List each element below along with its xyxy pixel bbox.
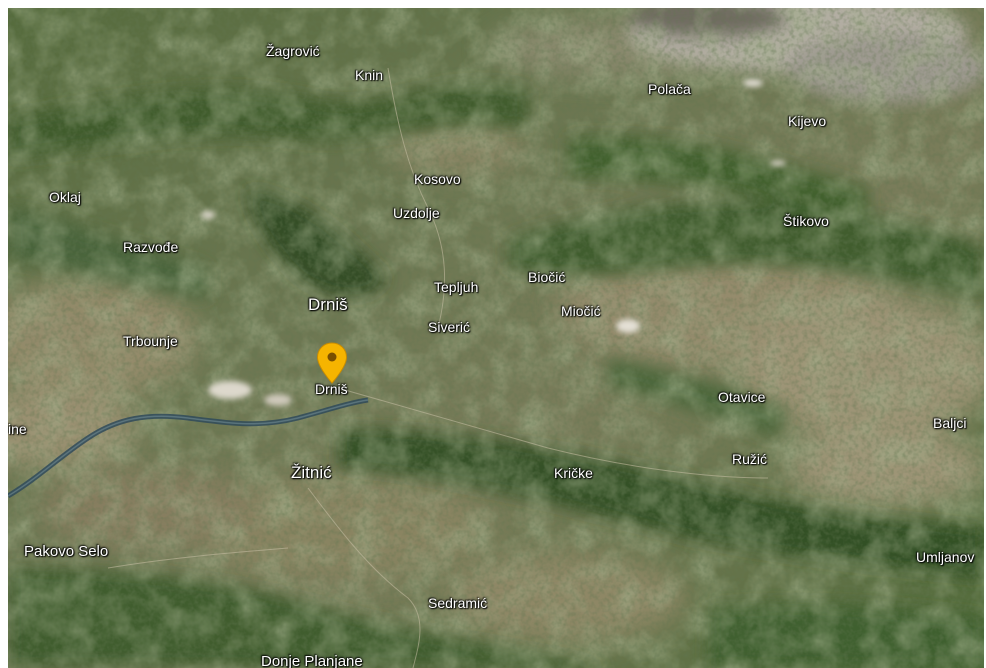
label-zitnic[interactable]: Žitnić — [291, 463, 332, 482]
label-zagrovic[interactable]: Žagrović — [266, 43, 320, 59]
label-umljanovic[interactable]: Umljanov — [916, 549, 975, 565]
label-sedramic[interactable]: Sedramić — [428, 595, 488, 611]
label-oklaj[interactable]: Oklaj — [49, 189, 81, 205]
label-balici[interactable]: Baljci — [933, 415, 967, 431]
label-kosovo[interactable]: Kosovo — [414, 171, 461, 187]
label-pakovo-selo[interactable]: Pakovo Selo — [24, 543, 109, 560]
label-biocic[interactable]: Biočić — [528, 269, 566, 285]
terrain-imagery — [8, 8, 984, 668]
label-siveric[interactable]: Siverić — [428, 319, 471, 335]
label-knin[interactable]: Knin — [355, 67, 384, 83]
label-donje-planjane[interactable]: Donje Planjane — [261, 653, 363, 668]
label-razvode[interactable]: Razvođe — [123, 239, 179, 255]
map-pin-icon[interactable] — [316, 342, 348, 384]
label-stikovo[interactable]: Štikovo — [783, 213, 829, 229]
label-miocic[interactable]: Miočić — [561, 303, 601, 319]
label-kijevo[interactable]: Kijevo — [788, 113, 827, 129]
label-drnis-pin[interactable]: Drniš — [315, 381, 348, 397]
satellite-map[interactable]: Žagrović Knin Polača Kijevo Kosovo Oklaj… — [8, 8, 984, 668]
label-otavice[interactable]: Otavice — [718, 389, 766, 405]
label-trbounje[interactable]: Trbounje — [123, 333, 178, 349]
label-uzdolje[interactable]: Uzdolje — [393, 205, 440, 221]
label-ine[interactable]: ine — [8, 421, 27, 437]
label-kricke[interactable]: Kričke — [554, 465, 593, 481]
label-tepljuh[interactable]: Tepljuh — [434, 279, 479, 295]
label-drnis-region[interactable]: Drniš — [308, 295, 348, 314]
label-ruzic[interactable]: Ružić — [732, 451, 768, 467]
label-polaca[interactable]: Polača — [648, 81, 691, 97]
